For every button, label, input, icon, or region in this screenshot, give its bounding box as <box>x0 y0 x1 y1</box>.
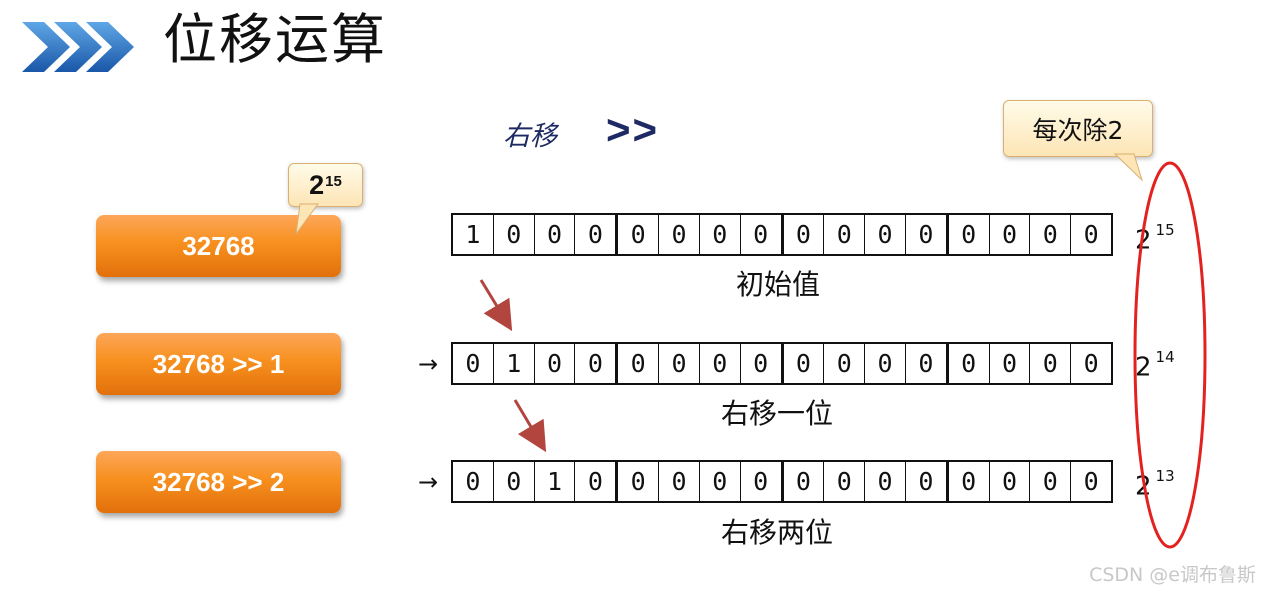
bit-cell: 0 <box>574 462 615 501</box>
caption-shift-2: 右移两位 <box>721 516 834 549</box>
power-base: 2 <box>1135 225 1152 256</box>
bit-cell: 0 <box>739 215 781 254</box>
triple-chevron-icon <box>22 22 134 72</box>
bit-cell: 0 <box>864 215 905 254</box>
bit-cell: 0 <box>739 462 781 501</box>
expression-button-initial[interactable]: 32768 <box>96 215 341 277</box>
operator-symbol: >> <box>606 106 660 153</box>
bit-cell: 0 <box>492 215 534 254</box>
operator-label: 右移 <box>503 121 557 152</box>
bit-cell: 0 <box>988 215 1030 254</box>
bit-cell: 0 <box>1070 462 1111 501</box>
bit-cell: 0 <box>945 215 989 254</box>
watermark: CSDN @e调布鲁斯 <box>1089 564 1256 586</box>
row-pointer-arrow: → <box>418 468 439 496</box>
bit-cell: 0 <box>904 215 946 254</box>
shift-arrow <box>513 399 547 453</box>
bit-cell: 0 <box>739 344 781 383</box>
bit-cell: 0 <box>1029 344 1070 383</box>
bit-cell: 0 <box>615 215 658 254</box>
bit-cell: 0 <box>945 344 989 383</box>
bit-cell: 0 <box>864 344 905 383</box>
bit-cell: 0 <box>615 462 658 501</box>
bit-cell: 0 <box>465 349 481 378</box>
bit-cell: 1 <box>533 462 575 501</box>
bit-cell: 0 <box>533 344 575 383</box>
bit-cell: 0 <box>658 344 699 383</box>
bit-cell: 0 <box>574 215 615 254</box>
bit-cell: 0 <box>533 215 575 254</box>
bit-cell: 0 <box>1029 215 1070 254</box>
bit-cell: 1 <box>492 344 534 383</box>
bit-cell: 0 <box>780 462 824 501</box>
bit-cell: 0 <box>904 462 946 501</box>
bit-cell: 0 <box>780 215 824 254</box>
divide-callout-tail <box>1113 153 1144 182</box>
expression-button-shift-2[interactable]: 32768 >> 2 <box>96 451 341 513</box>
bit-cell: 0 <box>823 462 864 501</box>
bit-cell: 0 <box>658 462 699 501</box>
bit-cell: 0 <box>1070 215 1111 254</box>
bit-cell: 0 <box>988 344 1030 383</box>
bit-cell: 0 <box>574 344 615 383</box>
power-callout-base: 2 <box>309 169 325 200</box>
bit-cell: 0 <box>698 344 740 383</box>
bit-cell: 0 <box>864 462 905 501</box>
bit-cell: 0 <box>465 467 481 496</box>
bit-cell: 0 <box>658 215 699 254</box>
power-exp: 15 <box>1155 221 1175 239</box>
bit-cell: 0 <box>615 344 658 383</box>
bit-cell: 0 <box>698 462 740 501</box>
power-base: 2 <box>1135 352 1152 383</box>
bit-cell: 0 <box>988 462 1030 501</box>
bit-cell: 0 <box>1029 462 1070 501</box>
bit-cell: 0 <box>945 462 989 501</box>
power-exp: 14 <box>1155 348 1175 366</box>
power-base: 2 <box>1135 471 1152 502</box>
bit-cell: 0 <box>1070 344 1111 383</box>
caption-shift-1: 右移一位 <box>721 397 834 430</box>
power-callout-exp: 15 <box>325 172 342 190</box>
expression-button-shift-1[interactable]: 32768 >> 1 <box>96 333 341 395</box>
bit-cell: 1 <box>465 220 481 249</box>
bit-cell: 0 <box>823 215 864 254</box>
bit-cell: 0 <box>492 462 534 501</box>
bit-cell: 0 <box>780 344 824 383</box>
bit-cell: 0 <box>823 344 864 383</box>
bit-cell: 0 <box>698 215 740 254</box>
caption-initial: 初始值 <box>736 268 821 301</box>
power-exp: 13 <box>1155 467 1175 485</box>
shift-arrow <box>479 279 513 332</box>
divide-callout: 每次除2 <box>1003 100 1153 157</box>
page-title: 位移运算 <box>163 8 387 71</box>
row-pointer-arrow: → <box>418 350 439 378</box>
bit-cell: 0 <box>904 344 946 383</box>
